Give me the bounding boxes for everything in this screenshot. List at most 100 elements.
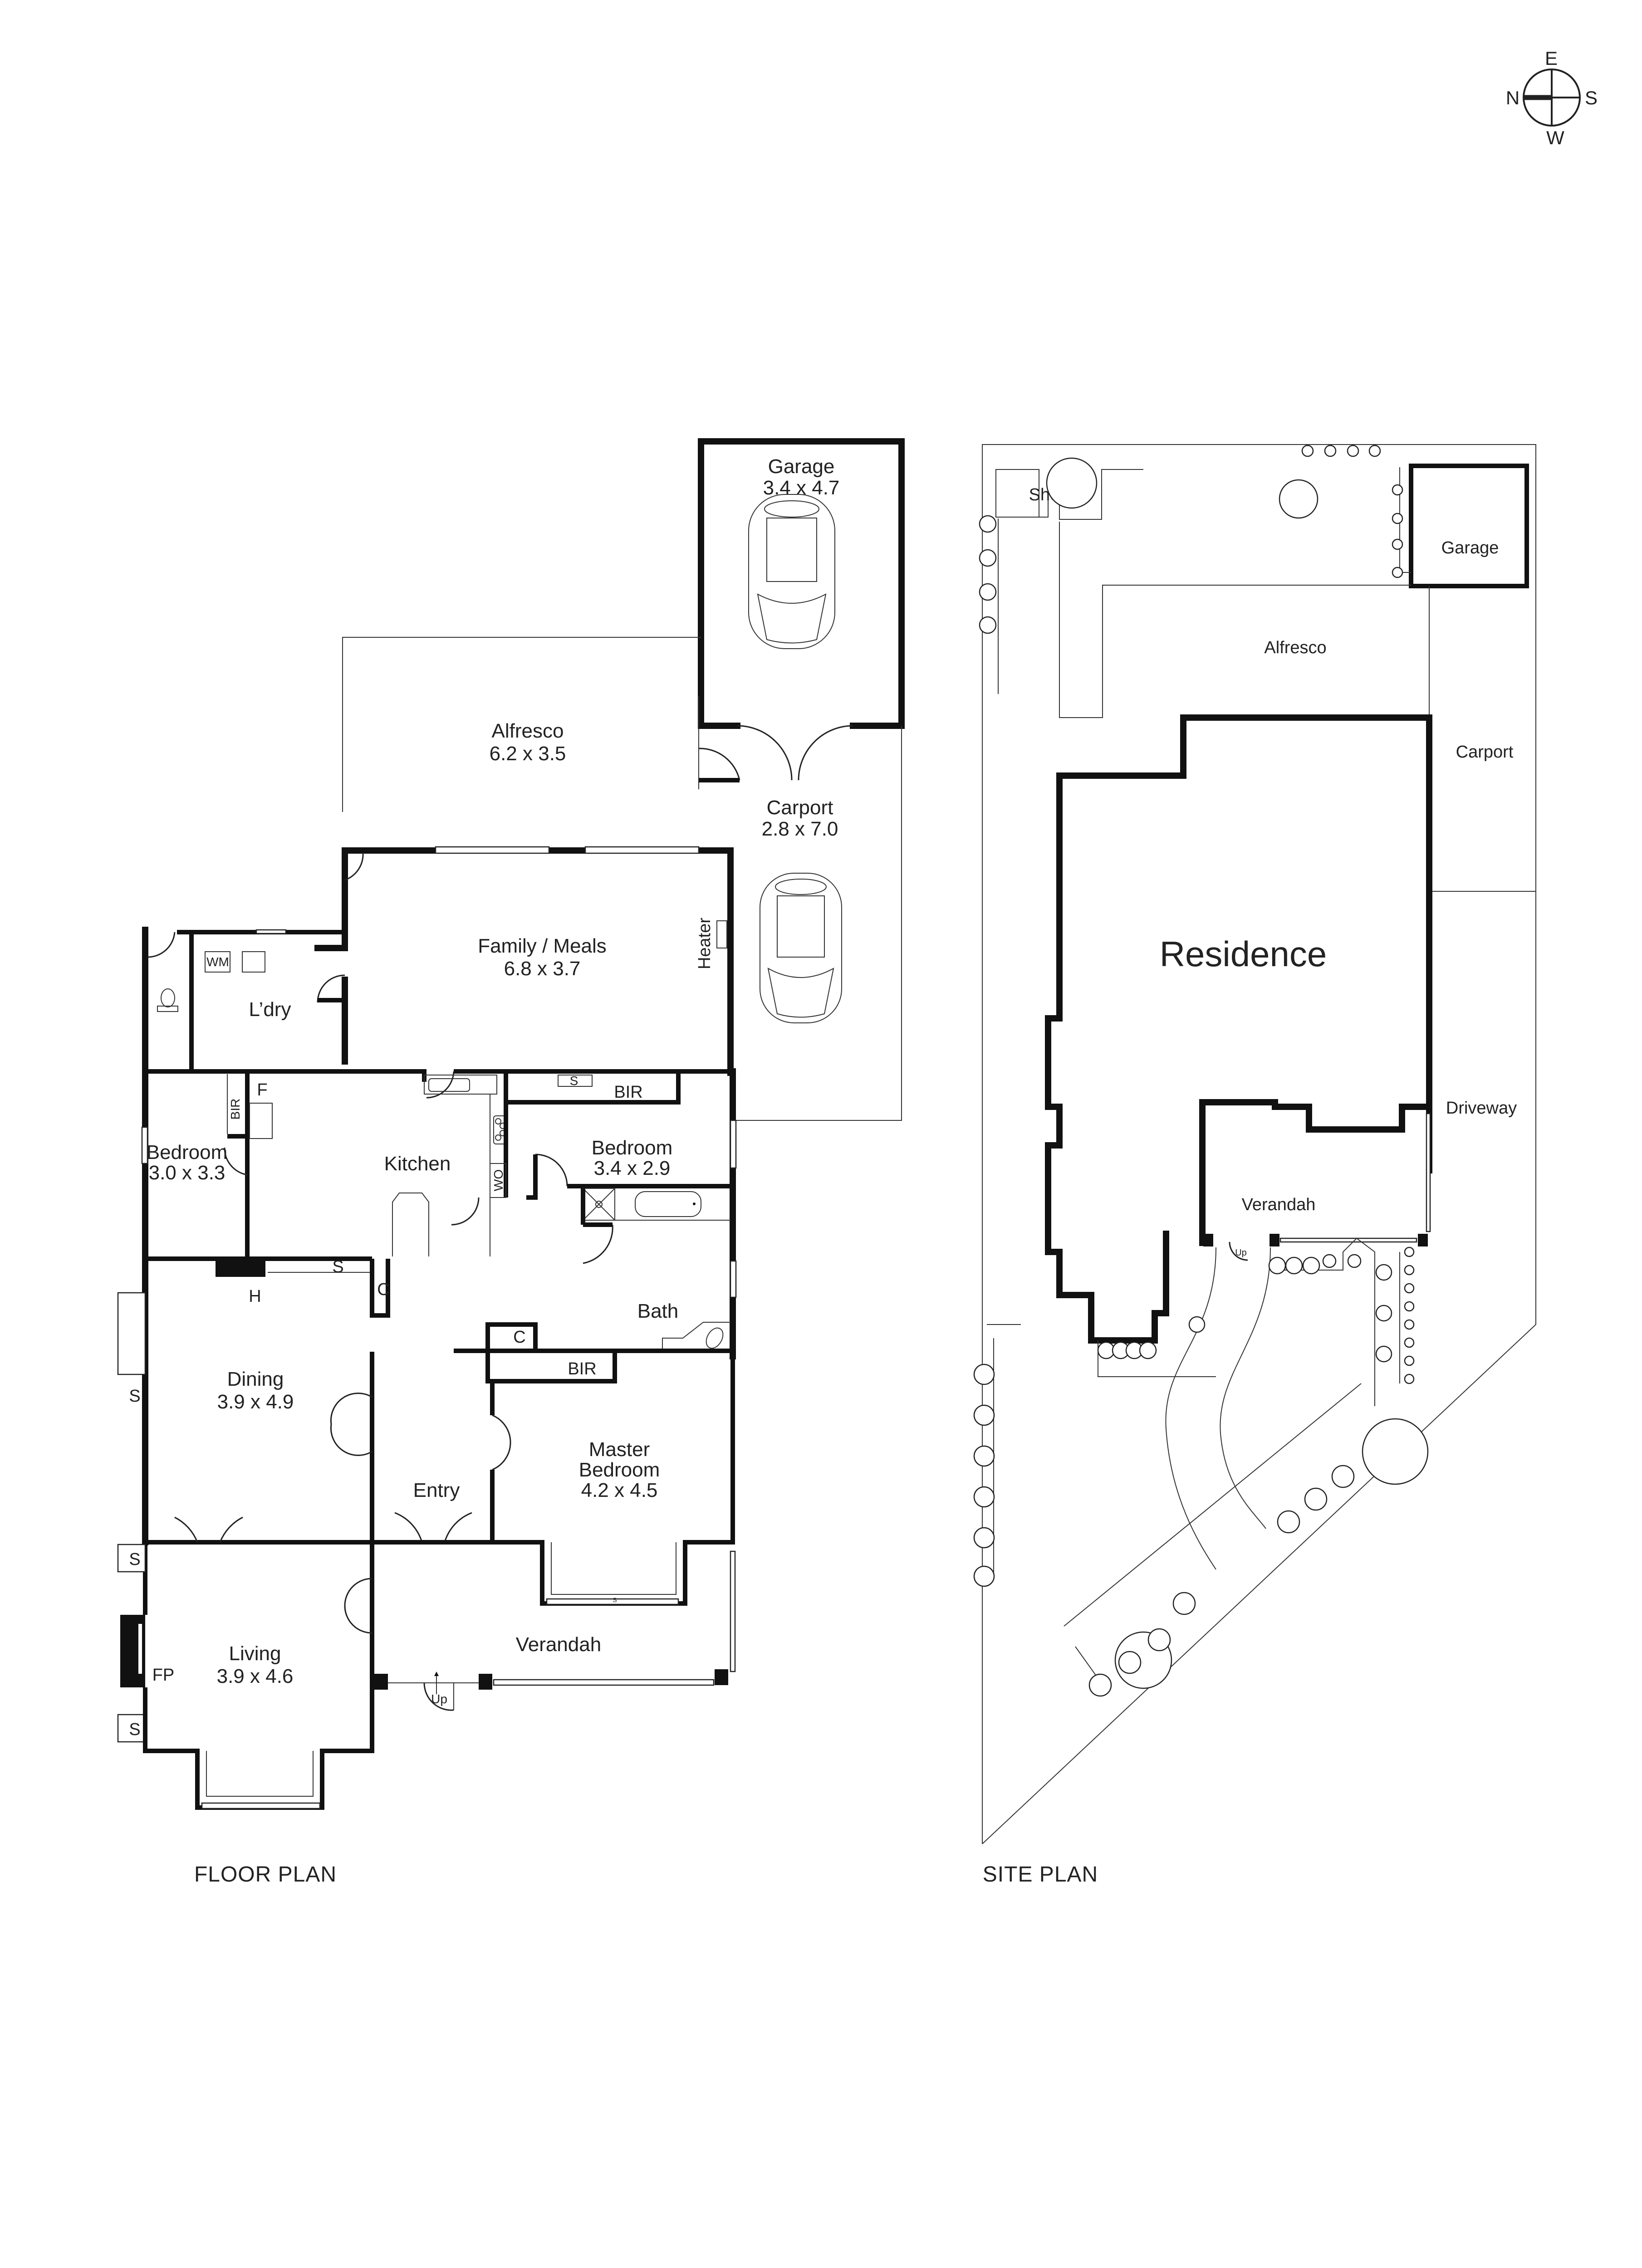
tree-icon [973, 1565, 995, 1587]
dining-double-door-icon [174, 1516, 243, 1543]
tree-icon [973, 1527, 995, 1549]
tree-icon [1404, 1355, 1415, 1366]
up-label-floor: Up [431, 1692, 447, 1706]
washing-machine-icon [205, 951, 230, 973]
tree-icon [1268, 1256, 1286, 1275]
tree-icon [1404, 1301, 1415, 1312]
dining-name: Dining [227, 1368, 284, 1390]
fp-label: FP [152, 1666, 175, 1685]
house-walls: Heater Family / Meals 6.8 x 3.7 WM L’dry [117, 846, 737, 1810]
tree-icon [1139, 1341, 1157, 1359]
compass: E N S W [1506, 48, 1598, 148]
site-driveway-label: Driveway [1446, 1099, 1517, 1118]
bedroom3-size: 3.4 x 2.9 [594, 1157, 671, 1179]
carport-size: 2.8 x 7.0 [762, 818, 838, 840]
tree-icon [1404, 1337, 1415, 1348]
carport-room: Carport 2.8 x 7.0 [735, 726, 902, 1121]
living-size: 3.9 x 4.6 [217, 1665, 294, 1687]
tree-icon [979, 616, 997, 634]
living-name: Living [229, 1642, 281, 1665]
garage-building [1409, 464, 1529, 588]
verandah-name: Verandah [516, 1633, 601, 1656]
tree-icon [1392, 567, 1403, 578]
trough-icon [242, 951, 265, 973]
wm-label: WM [206, 955, 229, 969]
shed-building [995, 469, 1039, 518]
bir-label-master: BIR [568, 1359, 596, 1378]
tree-icon [979, 583, 997, 601]
tree-icon [1331, 1465, 1355, 1488]
compass-east: E [1545, 48, 1558, 69]
site-carport-label: Carport [1456, 743, 1514, 762]
tree-icon [1392, 484, 1403, 496]
floor-plan: Garage 3.4 x 4.7 Alfresco 6.2 x 3.5 Carp… [117, 438, 905, 1887]
tree-icon [1188, 1316, 1206, 1333]
site-plan: Shed Garage Alfresco Carport Driveway Re… [973, 444, 1536, 1887]
laundry-door-icon [317, 974, 345, 1003]
tree-icon [1302, 1256, 1320, 1275]
tree-icon [1347, 1254, 1362, 1268]
tree-icon [1172, 1592, 1196, 1615]
c-label-dining: C [377, 1280, 389, 1299]
alfresco-size: 6.2 x 3.5 [490, 743, 566, 765]
bir-label-bed3: BIR [614, 1083, 642, 1102]
dining-size: 3.9 x 4.9 [217, 1391, 294, 1413]
bir-label-bed2: BIR [228, 1099, 242, 1120]
tree-icon [1304, 1487, 1328, 1511]
compass-north: N [1506, 87, 1519, 108]
tree-icon [1118, 1651, 1142, 1674]
dining-door-icon [330, 1393, 373, 1456]
tree-icon [973, 1486, 995, 1508]
s-label-bed3: S [570, 1074, 578, 1088]
tree-icon [1347, 445, 1359, 457]
compass-south: S [1585, 87, 1598, 108]
s-label-master: S [613, 1596, 617, 1603]
tree-icon [1404, 1265, 1415, 1276]
tree-icon [1147, 1628, 1171, 1652]
s-label-dining: S [332, 1257, 343, 1276]
bedroom2-name: Bedroom [147, 1141, 228, 1163]
entry-double-door-icon [394, 1512, 472, 1543]
car-icon [760, 873, 842, 1023]
property-boundary [982, 444, 1536, 1844]
entry-name: Entry [413, 1479, 460, 1501]
master-name-line2: Bedroom [579, 1459, 660, 1481]
tree-icon [1279, 479, 1319, 519]
s-label-dining-window: S [129, 1387, 140, 1406]
up-arrow-icon [434, 1672, 439, 1676]
tree-icon [1324, 445, 1337, 457]
master-name-line1: Master [589, 1438, 650, 1461]
site-plan-title: SITE PLAN [983, 1862, 1098, 1887]
tree-icon [1404, 1283, 1415, 1294]
site-front-door-icon [1229, 1242, 1248, 1261]
heater-label: Heater [695, 918, 714, 969]
trees [973, 445, 1429, 1697]
tree-icon [1362, 1418, 1429, 1485]
tree-icon [1088, 1673, 1112, 1697]
island-bench-icon [392, 1193, 429, 1256]
carport-name: Carport [767, 797, 833, 819]
tree-icon [1301, 445, 1314, 457]
garage-name: Garage [768, 455, 835, 478]
kitchen-name: Kitchen [384, 1153, 451, 1175]
tree-icon [1277, 1510, 1300, 1534]
alfresco-name: Alfresco [492, 720, 564, 742]
hearth-icon [216, 1259, 265, 1277]
s-label-living-top: S [129, 1550, 140, 1569]
wc-door-icon [147, 932, 176, 958]
garage-room: Garage 3.4 x 4.7 [698, 438, 905, 781]
compass-west: W [1546, 127, 1564, 148]
tree-icon [1375, 1264, 1392, 1281]
car-icon [748, 494, 835, 649]
tree-icon [973, 1445, 995, 1467]
bathtub-icon [635, 1191, 701, 1217]
site-verandah-label: Verandah [1242, 1195, 1316, 1214]
tree-icon [979, 515, 997, 533]
s-label-living-bottom: S [129, 1720, 140, 1739]
tree-icon [1375, 1345, 1392, 1363]
tree-icon [1046, 457, 1098, 509]
tree-icon [1368, 445, 1381, 457]
tree-icon [1097, 1341, 1115, 1359]
up-label-site: Up [1235, 1248, 1247, 1258]
